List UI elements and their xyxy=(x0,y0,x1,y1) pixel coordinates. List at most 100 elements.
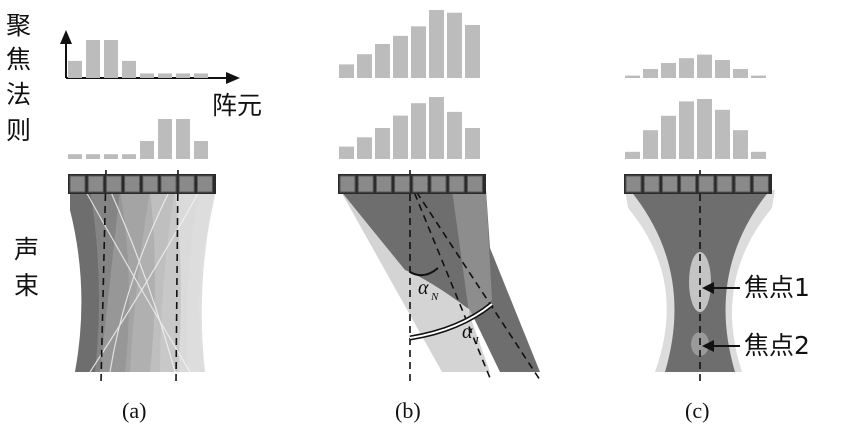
array-element xyxy=(105,175,122,193)
array-element xyxy=(734,175,751,193)
dashed-axes-b xyxy=(409,170,541,382)
focal-law-char-3: 法 xyxy=(6,80,31,109)
histogram-bar xyxy=(661,115,676,159)
focal-law-char-1: 聚 xyxy=(6,11,31,40)
array-element xyxy=(196,175,213,193)
array-element xyxy=(375,175,392,193)
focal-law-label: 聚 焦 法 则 xyxy=(6,11,31,145)
histogram-bar xyxy=(661,63,676,78)
beams-a xyxy=(70,189,216,373)
array-element xyxy=(69,175,86,193)
angle-label-i: α I xyxy=(462,321,480,347)
histogram-bar xyxy=(697,99,712,159)
histogram-bar xyxy=(733,69,748,78)
histogram-bar xyxy=(447,111,462,159)
histogram-bar xyxy=(447,12,462,78)
caption-c: (c) xyxy=(685,398,709,423)
histogram-bar xyxy=(158,73,172,78)
histogram-bar xyxy=(158,119,172,159)
focus-1-label: 焦点1 xyxy=(744,273,810,302)
array-element xyxy=(142,175,159,193)
array-element xyxy=(716,175,733,193)
array-element xyxy=(339,175,356,193)
histogram-bar xyxy=(104,40,118,78)
alpha-n-subscript: N xyxy=(430,291,439,303)
histogram-bar xyxy=(715,109,730,159)
histogram-b-bottom xyxy=(339,97,480,159)
histogram-bar xyxy=(429,97,444,159)
histogram-bar xyxy=(194,73,208,78)
histogram-bar xyxy=(375,44,390,78)
array-element xyxy=(448,175,465,193)
histogram-bar xyxy=(679,101,694,159)
histogram-bar xyxy=(122,60,136,78)
histogram-a-bottom xyxy=(68,119,208,159)
histogram-bar xyxy=(465,24,480,78)
beams-b xyxy=(340,190,540,372)
array-element xyxy=(752,175,769,193)
transducer-array-c xyxy=(624,174,772,194)
angle-arcs xyxy=(409,267,494,341)
histogram-bar xyxy=(733,130,748,159)
histogram-bar xyxy=(625,151,640,159)
histogram-bar xyxy=(176,119,190,159)
focal-law-char-2: 焦 xyxy=(6,45,31,74)
array-element xyxy=(661,175,678,193)
array-element xyxy=(394,175,411,193)
panel-c xyxy=(624,54,775,382)
transducer-array-a xyxy=(68,174,216,194)
alpha-i-subscript: I xyxy=(474,335,480,347)
histogram-bar xyxy=(375,128,390,159)
array-element xyxy=(124,175,141,193)
histogram-bar xyxy=(357,137,372,159)
histogram-bar xyxy=(194,141,208,159)
histogram-bar xyxy=(465,128,480,159)
histogram-bar xyxy=(751,75,766,78)
histogram-bar xyxy=(679,58,694,78)
histogram-bar xyxy=(68,154,82,159)
histogram-bar xyxy=(429,10,444,78)
histogram-bar xyxy=(339,146,354,159)
histogram-bar xyxy=(411,26,426,78)
histogram-bar xyxy=(393,115,408,159)
array-element xyxy=(466,175,483,193)
focal-law-char-4: 则 xyxy=(6,116,31,145)
array-element xyxy=(160,175,177,193)
angle-label-n: α N xyxy=(418,277,439,303)
array-element xyxy=(178,175,195,193)
histogram-bar xyxy=(68,60,82,78)
histogram-bar xyxy=(643,69,658,78)
histogram-bar xyxy=(411,103,426,159)
caption-a: (a) xyxy=(122,398,146,423)
histogram-c-top xyxy=(625,54,766,78)
histogram-a-top xyxy=(68,40,208,78)
array-element xyxy=(430,175,447,193)
beam-char-2: 束 xyxy=(14,271,39,300)
histogram-bar xyxy=(140,141,154,159)
histogram-bar xyxy=(122,154,136,159)
array-element xyxy=(680,175,697,193)
array-element xyxy=(357,175,374,193)
caption-b: (b) xyxy=(395,398,421,423)
array-element xyxy=(625,175,642,193)
histogram-b-top xyxy=(339,10,480,78)
histogram-c-bottom xyxy=(625,99,766,159)
beam-label: 声 束 xyxy=(14,235,39,300)
array-element-label: 阵元 xyxy=(212,91,262,120)
array-element xyxy=(87,175,104,193)
panel-a xyxy=(60,30,240,383)
alpha-i-symbol: α xyxy=(462,321,473,343)
beam-char-1: 声 xyxy=(14,235,39,264)
histogram-bar xyxy=(176,73,190,78)
histogram-bar xyxy=(393,35,408,78)
array-element xyxy=(643,175,660,193)
alpha-n-symbol: α xyxy=(418,277,429,299)
histogram-bar xyxy=(751,151,766,159)
histogram-bar xyxy=(643,130,658,159)
histogram-bar xyxy=(339,64,354,78)
histogram-bar xyxy=(140,73,154,78)
histogram-bar xyxy=(625,75,640,78)
focus-2-label: 焦点2 xyxy=(744,331,810,360)
histogram-bar xyxy=(697,54,712,78)
